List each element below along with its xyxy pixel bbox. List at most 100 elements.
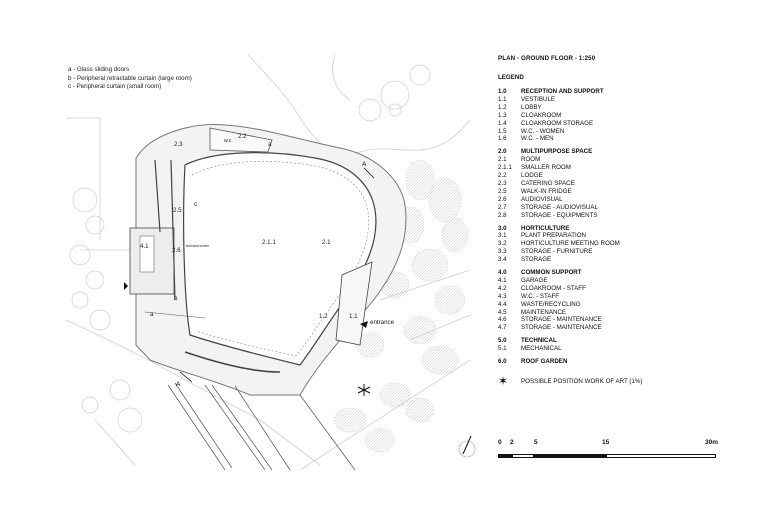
legend-code: 6.0: [498, 358, 507, 366]
art-position-star-icon: [357, 384, 371, 396]
room-2-5-label: 2.5: [173, 207, 182, 214]
legend-code: 4.7: [498, 324, 507, 332]
legend-section: 6.0 ROOF GARDEN: [498, 358, 768, 366]
legend-label: CLOAKROOM - STAFF: [521, 284, 586, 292]
legend-label: STORAGE - FURNITURE: [521, 248, 593, 256]
legend-label: GARAGE: [521, 276, 548, 284]
legend-section: 5.0 TECHNICAL 5.1 MECHANICAL: [498, 337, 768, 353]
legend-code: 1.3: [498, 111, 507, 119]
room-1-2-label: 1.2: [319, 313, 328, 320]
scale-seg-1: [498, 454, 512, 458]
legend-code: 4.3: [498, 292, 507, 300]
legend-code: 2.0: [498, 148, 507, 156]
legend-code: 5.1: [498, 345, 507, 353]
note-b: b - Peripheral retractable curtain (larg…: [68, 74, 192, 82]
room-2-1-1-label: 2.1.1: [262, 239, 276, 246]
legend-section-heading: 2.0 MULTIPURPOSE SPACE: [498, 148, 768, 156]
legend-code: 2.5: [498, 187, 507, 195]
legend-item: 4.3 W.C. - STAFF: [498, 293, 768, 301]
legend-label: VESTIBULE: [521, 95, 556, 103]
tag-b: b: [174, 295, 178, 302]
legend-code: 1.0: [498, 88, 507, 95]
service-arrow-icon: [124, 282, 128, 290]
legend-code: 1.2: [498, 103, 507, 111]
legend-code: 1.5: [498, 127, 507, 135]
legend-code: 3.2: [498, 240, 507, 248]
trees: [69, 64, 431, 433]
legend-label: STORAGE: [521, 256, 552, 264]
scale-label-0: 0: [498, 439, 502, 446]
legend-code: 3.0: [498, 224, 507, 232]
legend-label: PLANT PREPARATION: [521, 232, 586, 240]
legend-label: ROOM: [521, 156, 541, 164]
room-2-6-label: 2.6: [172, 247, 181, 254]
legend-label: MULTIPURPOSE SPACE: [521, 148, 593, 156]
legend-code: 4.5: [498, 308, 507, 316]
legend-label: SMALLER ROOM: [521, 164, 571, 172]
legend-section-heading: 5.0 TECHNICAL: [498, 337, 768, 345]
section-mark-a-bottom: A: [176, 381, 181, 388]
scale-label-30m: 30m: [705, 439, 719, 446]
room-4-1-label: 4.1: [140, 243, 149, 250]
legend-label: LOBBY: [521, 103, 542, 111]
scale-label-2: 2: [510, 439, 514, 446]
room-2-2-label: 2.2: [238, 133, 247, 140]
legend-code: 1.4: [498, 119, 507, 127]
art-note: POSSIBLE POSITION WORK OF ART (1%): [521, 377, 643, 385]
room-wc-label: w.c.: [224, 138, 233, 144]
legend-label: COMMON SUPPORT: [521, 269, 582, 277]
legend-label: CATERING SPACE: [521, 179, 575, 187]
legend-item: 2.1 ROOM: [498, 156, 768, 164]
legend-code: 4.6: [498, 316, 507, 324]
legend-label: ROOF GARDEN: [521, 358, 568, 366]
planter-walls: [167, 382, 356, 471]
legend-item: 5.1 MECHANICAL: [498, 345, 768, 353]
legend-label: W.C. - STAFF: [521, 292, 560, 300]
legend-label: HORTICULTURE: [521, 224, 570, 232]
art-star-icon: ✶: [498, 374, 509, 388]
tag-a-top: a: [268, 141, 272, 148]
legend-label: STORAGE - MAINTENANCE: [521, 324, 602, 332]
legend-label: TECHNICAL: [521, 337, 557, 345]
legend-item: 3.4 STORAGE: [498, 256, 768, 264]
plan-title: PLAN - GROUND FLOOR - 1:250: [498, 55, 596, 62]
legend-label: MECHANICAL: [521, 345, 562, 353]
section-mark-a-top: A: [362, 161, 367, 168]
legend-code: 2.1: [498, 156, 507, 164]
legend-label: WASTE/RECYCLING: [521, 300, 581, 308]
room-1-1-label: 1.1: [349, 313, 358, 320]
door-notes: a - Glass sliding doors b - Peripheral r…: [68, 66, 192, 92]
entrance-arrow-icon: [360, 321, 368, 328]
legend-item: 4.6 STORAGE - MAINTENANCE: [498, 316, 768, 324]
art-note-row: ✶ POSSIBLE POSITION WORK OF ART (1%): [498, 374, 768, 388]
entrance-label: entrance: [370, 319, 395, 326]
legend-label: W.C. - MEN: [521, 135, 554, 143]
building-walls: [129, 124, 407, 396]
legend-code: 5.0: [498, 337, 507, 345]
legend-item: 4.7 STORAGE - MAINTENANCE: [498, 324, 768, 332]
legend-code: 3.4: [498, 256, 507, 264]
legend-label: STORAGE - MAINTENANCE: [521, 316, 602, 324]
legend-label: CLOAKROOM: [521, 111, 562, 119]
legend-label: LODGE: [521, 172, 543, 180]
tag-c: c: [194, 201, 197, 208]
